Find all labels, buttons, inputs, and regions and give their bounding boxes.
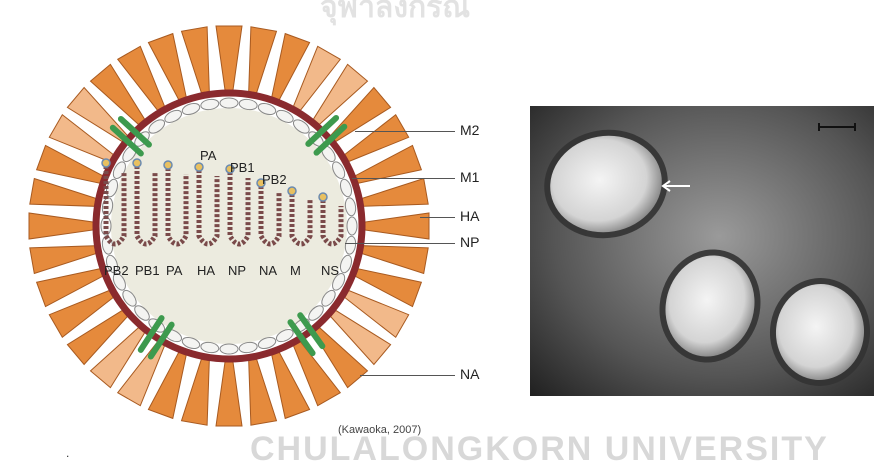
segment-label: NP (228, 263, 246, 278)
callout-line-ha (420, 217, 455, 218)
segment-label: PB2 (104, 263, 129, 278)
label-np: NP (460, 234, 479, 250)
segment-label: NA (259, 263, 277, 278)
callout-line-m1 (352, 178, 455, 179)
influenza-virion-diagram (0, 0, 460, 430)
m1-protein (220, 98, 238, 108)
label-m2: M2 (460, 122, 479, 138)
label-ha: HA (460, 208, 479, 224)
polymerase-complex (195, 163, 203, 171)
segment-label: HA (197, 263, 215, 278)
arrow-icon (660, 180, 690, 192)
polymerase-complex (288, 187, 296, 195)
ha-spike (249, 359, 277, 425)
m1-protein (347, 217, 357, 235)
electron-micrograph (530, 106, 874, 396)
ha-spike (216, 362, 242, 426)
ha-spike (182, 359, 210, 425)
label-m1: M1 (460, 169, 479, 185)
label-pb1-polymerase: PB1 (230, 160, 255, 175)
ha-spike (216, 26, 242, 90)
callout-line-na (360, 375, 455, 376)
bullet-dot: . (66, 446, 69, 460)
label-pa-polymerase: PA (200, 148, 216, 163)
polymerase-complex (102, 159, 110, 167)
segment-label: PA (166, 263, 182, 278)
segment-label: NS (321, 263, 339, 278)
callout-line-np (345, 243, 455, 244)
ha-spike (249, 27, 277, 93)
ha-spike (30, 179, 96, 207)
watermark-bottom: CHULALONGKORN UNIVERSITY (250, 430, 829, 469)
m1-protein (220, 344, 238, 354)
polymerase-complex (319, 193, 327, 201)
ha-spike (362, 246, 428, 274)
polymerase-complex (164, 161, 172, 169)
segment-label: M (290, 263, 301, 278)
segment-label: PB1 (135, 263, 160, 278)
ha-spike (30, 246, 96, 274)
ha-spike (362, 179, 428, 207)
label-na: NA (460, 366, 479, 382)
scale-bar (818, 126, 856, 128)
polymerase-complex (133, 159, 141, 167)
callout-line-m2 (355, 131, 455, 132)
ha-spike (182, 27, 210, 93)
ha-spike (29, 213, 93, 239)
label-pb2-polymerase: PB2 (262, 172, 287, 187)
